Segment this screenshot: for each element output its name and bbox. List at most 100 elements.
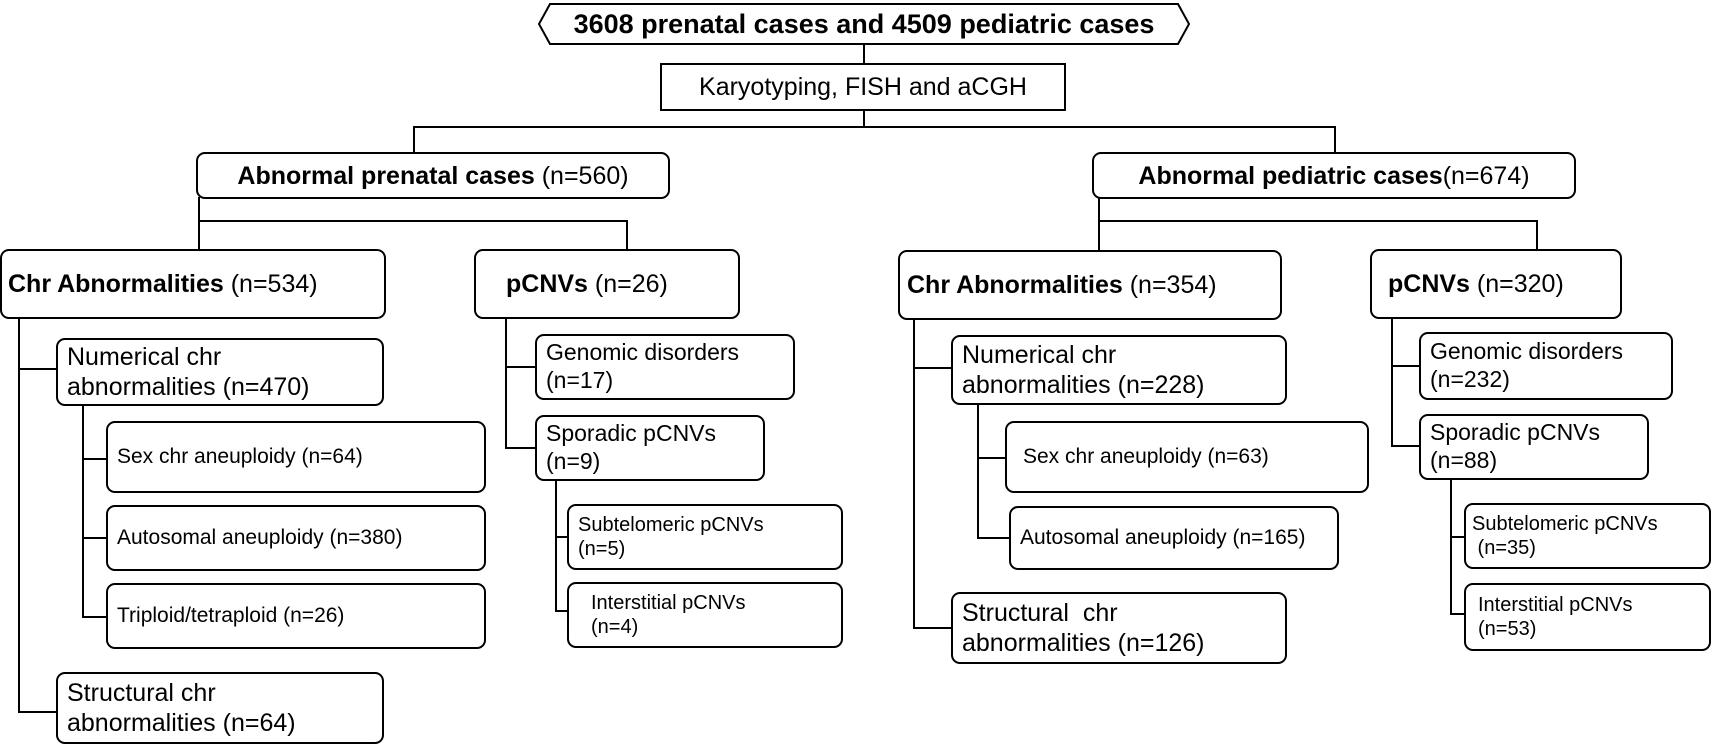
prenatal-title-box: Abnormal prenatal cases (n=560) bbox=[196, 152, 670, 199]
prenatal-structural-line2: abnormalities (n=64) bbox=[67, 709, 296, 737]
pediatric-structural-line1: Structural chr bbox=[962, 599, 1118, 627]
pediatric-subtelomeric-line1: Subtelomeric pCNVs bbox=[1472, 513, 1658, 535]
pediatric-subtelomeric-box: Subtelomeric pCNVs (n=35) bbox=[1464, 503, 1711, 569]
prenatal-chr-box: Chr Abnormalities (n=534) bbox=[0, 249, 386, 319]
prenatal-pcnv-bold: pCNVs bbox=[506, 270, 588, 298]
pediatric-subtelomeric-line2: (n=35) bbox=[1472, 537, 1536, 559]
prenatal-structural-box: Structural chr abnormalities (n=64) bbox=[56, 672, 384, 744]
pediatric-genomic-line1: Genomic disorders bbox=[1430, 338, 1624, 365]
prenatal-genomic-box: Genomic disorders (n=17) bbox=[535, 334, 795, 400]
pediatric-interstitial-line1: Interstitial pCNVs bbox=[1478, 594, 1633, 616]
prenatal-subtelomeric-line1: Subtelomeric pCNVs bbox=[578, 514, 764, 536]
connector bbox=[198, 220, 628, 222]
pediatric-numerical-box: Numerical chr abnormalities (n=228) bbox=[951, 335, 1287, 405]
pediatric-sporadic-line1: Sporadic pCNVs bbox=[1430, 419, 1601, 446]
connector bbox=[82, 616, 108, 618]
connector bbox=[18, 368, 58, 370]
connector bbox=[1334, 126, 1336, 154]
connector bbox=[1391, 445, 1421, 447]
connector bbox=[1536, 220, 1538, 250]
prenatal-title-count: (n=560) bbox=[534, 161, 629, 190]
prenatal-interstitial-line2: (n=4) bbox=[591, 616, 639, 638]
methods-box: Karyotyping, FISH and aCGH bbox=[660, 63, 1066, 111]
pediatric-genomic-box: Genomic disorders (n=232) bbox=[1419, 332, 1673, 400]
pediatric-sex-label: Sex chr aneuploidy (n=63) bbox=[1023, 445, 1269, 469]
prenatal-subtelomeric-line2: (n=5) bbox=[578, 538, 626, 560]
pediatric-chr-bold: Chr Abnormalities bbox=[907, 271, 1123, 299]
connector bbox=[1098, 220, 1538, 222]
connector bbox=[626, 220, 628, 250]
pediatric-pcnv-bold: pCNVs bbox=[1388, 270, 1470, 298]
prenatal-pcnv-count: (n=26) bbox=[587, 270, 668, 298]
prenatal-numerical-line2: abnormalities (n=470) bbox=[67, 373, 310, 401]
pediatric-numerical-line2: abnormalities (n=228) bbox=[962, 371, 1205, 399]
connector bbox=[977, 404, 979, 539]
connector bbox=[1098, 220, 1100, 251]
connector bbox=[863, 44, 865, 64]
pediatric-pcnv-box: pCNVs (n=320) bbox=[1370, 249, 1622, 319]
pediatric-structural-box: Structural chr abnormalities (n=126) bbox=[951, 592, 1287, 664]
prenatal-structural-line1: Structural chr bbox=[67, 679, 216, 707]
connector bbox=[505, 317, 507, 449]
pediatric-interstitial-box: Interstitial pCNVs (n=53) bbox=[1464, 583, 1711, 651]
connector bbox=[18, 318, 20, 713]
prenatal-chr-bold: Chr Abnormalities bbox=[8, 270, 224, 298]
pediatric-pcnv-count: (n=320) bbox=[1469, 270, 1564, 298]
prenatal-title-bold: Abnormal prenatal cases bbox=[237, 161, 535, 190]
prenatal-autosomal-label: Autosomal aneuploidy (n=380) bbox=[117, 526, 403, 550]
connector bbox=[1098, 198, 1100, 221]
connector bbox=[913, 367, 953, 369]
connector bbox=[1450, 613, 1466, 615]
connector bbox=[82, 404, 84, 618]
pediatric-interstitial-line2: (n=53) bbox=[1478, 618, 1537, 640]
connector bbox=[82, 458, 108, 460]
prenatal-sporadic-box: Sporadic pCNVs (n=9) bbox=[535, 415, 765, 481]
connector bbox=[1450, 536, 1466, 538]
connector bbox=[913, 627, 953, 629]
connector bbox=[555, 610, 569, 612]
prenatal-subtelomeric-box: Subtelomeric pCNVs (n=5) bbox=[567, 504, 843, 570]
prenatal-interstitial-box: Interstitial pCNVs (n=4) bbox=[567, 582, 843, 648]
prenatal-numerical-line1: Numerical chr bbox=[67, 343, 222, 371]
methods-label: Karyotyping, FISH and aCGH bbox=[699, 73, 1027, 101]
connector bbox=[1391, 318, 1393, 447]
prenatal-sporadic-line2: (n=9) bbox=[546, 448, 601, 474]
connector bbox=[977, 457, 1007, 459]
pediatric-title-box: Abnormal pediatric cases(n=674) bbox=[1092, 152, 1576, 199]
prenatal-pcnv-box: pCNVs (n=26) bbox=[474, 249, 740, 319]
connector bbox=[555, 536, 569, 538]
connector bbox=[1391, 365, 1421, 367]
prenatal-autosomal-box: Autosomal aneuploidy (n=380) bbox=[106, 505, 486, 571]
pediatric-title-count: (n=674) bbox=[1442, 161, 1530, 190]
connector bbox=[913, 318, 915, 629]
connector bbox=[198, 220, 200, 250]
pediatric-sporadic-box: Sporadic pCNVs (n=88) bbox=[1419, 414, 1649, 480]
pediatric-genomic-line2: (n=232) bbox=[1430, 366, 1510, 392]
prenatal-sex-label: Sex chr aneuploidy (n=64) bbox=[117, 445, 363, 469]
prenatal-interstitial-line1: Interstitial pCNVs bbox=[591, 592, 746, 614]
connector bbox=[863, 108, 865, 127]
pediatric-numerical-line1: Numerical chr bbox=[962, 341, 1117, 369]
pediatric-title-bold: Abnormal pediatric cases bbox=[1138, 161, 1443, 190]
top-cases-label: 3608 prenatal cases and 4509 pediatric c… bbox=[573, 8, 1155, 39]
prenatal-triploid-label: Triploid/tetraploid (n=26) bbox=[117, 604, 345, 628]
connector bbox=[413, 126, 1336, 128]
prenatal-genomic-line2: (n=17) bbox=[546, 367, 614, 393]
prenatal-triploid-box: Triploid/tetraploid (n=26) bbox=[106, 583, 486, 649]
pediatric-autosomal-label: Autosomal aneuploidy (n=165) bbox=[1020, 526, 1306, 550]
prenatal-numerical-box: Numerical chr abnormalities (n=470) bbox=[56, 338, 384, 406]
connector bbox=[1450, 478, 1452, 615]
pediatric-chr-count: (n=354) bbox=[1122, 271, 1217, 299]
pediatric-sex-box: Sex chr aneuploidy (n=63) bbox=[1005, 421, 1369, 493]
connector bbox=[977, 537, 1011, 539]
pediatric-sporadic-line2: (n=88) bbox=[1430, 447, 1498, 473]
top-hexagon-shape bbox=[538, 3, 1190, 45]
pediatric-chr-box: Chr Abnormalities (n=354) bbox=[898, 250, 1282, 320]
connector bbox=[198, 197, 200, 220]
connector bbox=[505, 366, 537, 368]
connector bbox=[413, 126, 415, 154]
prenatal-genomic-line1: Genomic disorders bbox=[546, 339, 740, 366]
pediatric-structural-line2: abnormalities (n=126) bbox=[962, 629, 1205, 657]
pediatric-autosomal-box: Autosomal aneuploidy (n=165) bbox=[1009, 506, 1339, 570]
